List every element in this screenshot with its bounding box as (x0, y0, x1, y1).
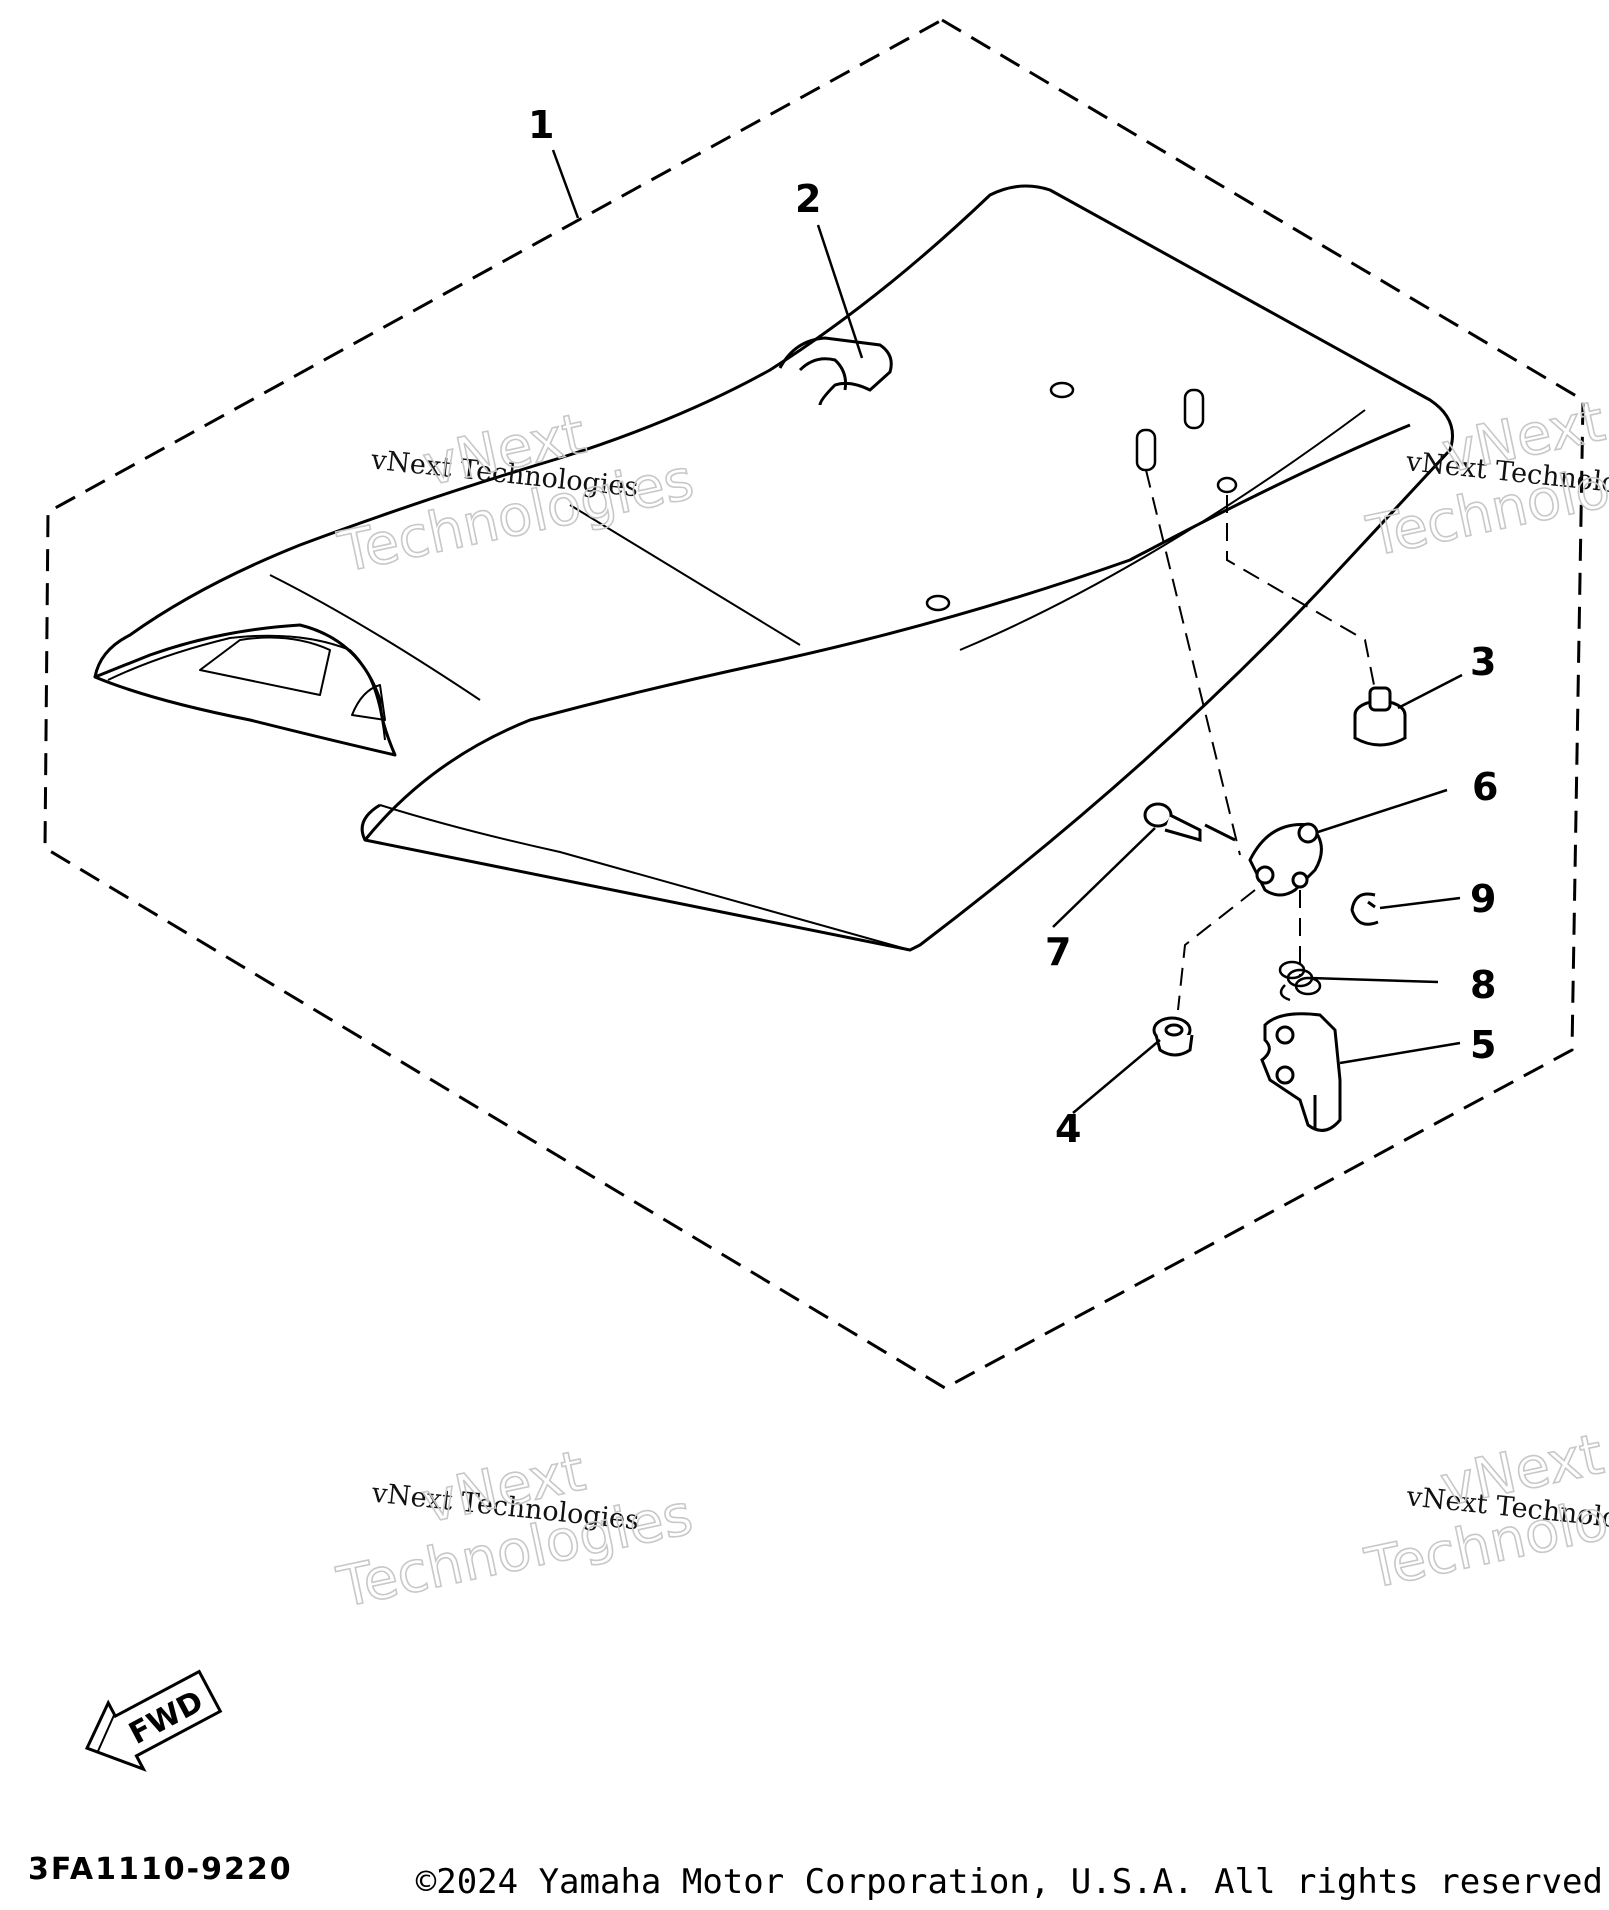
callout-7: 7 (1045, 930, 1071, 974)
part-8-spring (1278, 960, 1322, 1002)
leader-lines (551, 149, 1463, 1114)
part-6-bracket (1248, 822, 1323, 897)
callout-3: 3 (1470, 640, 1496, 684)
assembly-boundary (43, 18, 1585, 1390)
part-5-hook (1260, 1012, 1342, 1132)
watermark-b-outline: vNext Technologies (1361, 388, 1609, 571)
part-3-damper (1353, 686, 1407, 747)
callout-8: 8 (1470, 963, 1496, 1007)
callout-2: 2 (795, 177, 821, 221)
part-9-clip (1350, 892, 1379, 926)
callout-5: 5 (1470, 1023, 1496, 1067)
callout-9: 9 (1470, 877, 1496, 921)
part-7-bolt (1143, 802, 1236, 842)
diagram-part-code: 3FA1110-9220 (28, 1852, 293, 1887)
callout-4: 4 (1055, 1107, 1081, 1151)
part-4-grommet (1152, 1016, 1194, 1057)
assembly-lines (1145, 469, 1376, 1011)
callout-1: 1 (528, 103, 554, 147)
watermark-d-outline: vNext Technologies (1359, 1421, 1609, 1603)
watermark-c-outline: vNext Technologies (331, 1438, 699, 1622)
callout-6: 6 (1472, 765, 1498, 809)
copyright-notice: ©2024 Yamaha Motor Corporation, U.S.A. A… (415, 1862, 1603, 1902)
seat-body (93, 184, 1454, 952)
fwd-arrow-icon: FWD (84, 1669, 223, 1772)
seat-strap (778, 336, 893, 406)
